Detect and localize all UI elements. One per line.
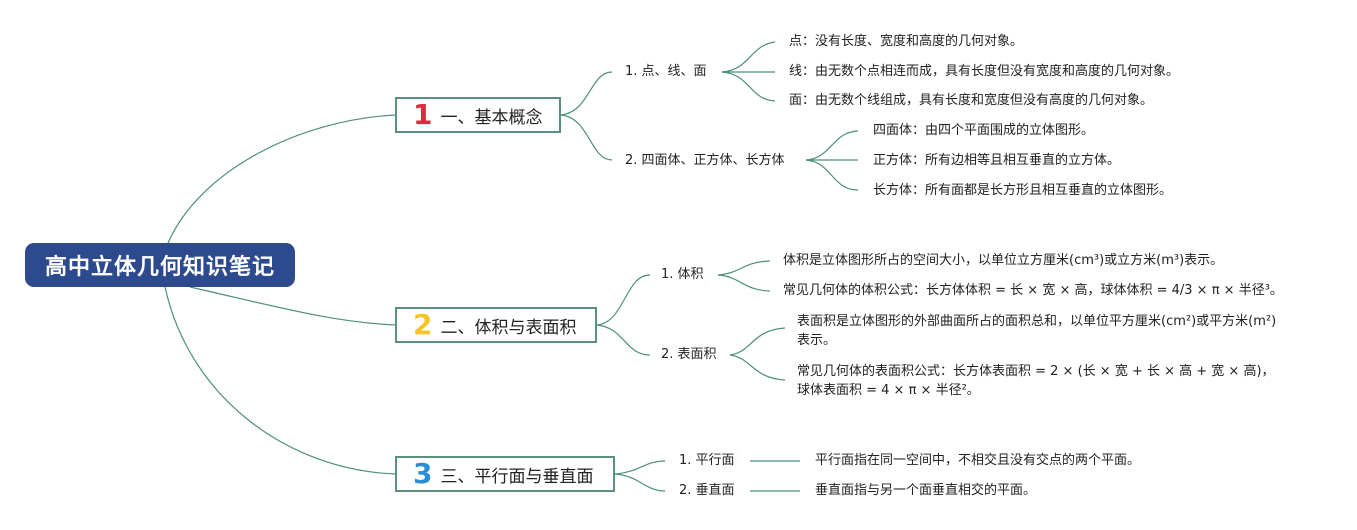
root-topic[interactable]: 高中立体几何知识笔记 xyxy=(25,243,295,287)
branch-parallel-perpendicular-planes[interactable]: 3 三、平行面与垂直面 xyxy=(395,456,615,492)
branch-label: 三、平行面与垂直面 xyxy=(440,466,594,487)
link-s11-leaf1 xyxy=(721,41,776,73)
subtopic-point-line-plane[interactable]: 1. 点、线、面 xyxy=(625,64,707,79)
branch-basic-concepts[interactable]: 1 一、基本概念 xyxy=(395,97,561,133)
leaf-volume-definition[interactable]: 体积是立体图形所占的空间大小，以单位立方厘米(cm³)或立方米(m³)表示。 xyxy=(783,253,1224,268)
link-b2-sub1 xyxy=(596,274,651,326)
link-s12-leaf1 xyxy=(805,130,859,161)
leaf-point[interactable]: 点：没有长度、宽度和高度的几何对象。 xyxy=(789,34,1024,49)
branch-label: 一、基本概念 xyxy=(440,107,543,128)
root-title: 高中立体几何知识笔记 xyxy=(44,255,275,280)
link-s22-leaf2 xyxy=(729,354,786,381)
link-b3-sub1 xyxy=(614,460,666,475)
branch-label: 二、体积与表面积 xyxy=(440,317,577,338)
link-s21-leaf2 xyxy=(717,274,771,292)
link-s12-leaf3 xyxy=(805,159,859,191)
number-1-icon: 1 xyxy=(413,98,433,131)
subtopic-solids[interactable]: 2. 四面体、正方体、长方体 xyxy=(625,153,785,168)
number-2-icon: 2 xyxy=(413,308,433,341)
link-root-branch1 xyxy=(167,114,396,244)
link-root-branch2 xyxy=(189,286,396,326)
leaf-line[interactable]: 线：由无数个点相连而成，具有长度但没有宽度和高度的几何对象。 xyxy=(789,64,1180,79)
link-b2-sub2 xyxy=(596,324,651,356)
leaf-parallel-definition[interactable]: 平行面指在同一空间中，不相交且没有交点的两个平面。 xyxy=(815,453,1141,468)
leaf-plane[interactable]: 面：由无数个线组成，具有长度和宽度但没有高度的几何对象。 xyxy=(789,93,1154,108)
leaf-volume-formula[interactable]: 常见几何体的体积公式：长方体体积 = 长 × 宽 × 高，球体体积 = 4/3 … xyxy=(783,283,1283,298)
number-3-icon: 3 xyxy=(413,457,433,490)
leaf-tetrahedron[interactable]: 四面体：由四个平面围成的立体图形。 xyxy=(873,123,1095,138)
subtopic-perpendicular-planes[interactable]: 2. 垂直面 xyxy=(679,483,735,498)
link-s21-leaf1 xyxy=(717,260,771,276)
subtopic-volume[interactable]: 1. 体积 xyxy=(661,267,704,282)
leaf-surface-area-formula[interactable]: 常见几何体的表面积公式：长方体表面积 = 2 × (长 × 宽 + 长 × 高 … xyxy=(797,364,1275,398)
link-s22-leaf1 xyxy=(729,327,786,356)
leaf-cube[interactable]: 正方体：所有边相等且相互垂直的立方体。 xyxy=(873,153,1121,168)
link-b1-sub2 xyxy=(560,114,613,161)
subtopic-parallel-planes[interactable]: 1. 平行面 xyxy=(679,453,735,468)
link-s11-leaf3 xyxy=(721,71,776,102)
leaf-perpendicular-definition[interactable]: 垂直面指与另一个面垂直相交的平面。 xyxy=(815,483,1037,498)
subtopic-surface-area[interactable]: 2. 表面积 xyxy=(661,347,717,362)
link-b3-sub2 xyxy=(614,473,666,492)
leaf-cuboid[interactable]: 长方体：所有面都是长方形且相互垂直的立体图形。 xyxy=(873,183,1173,198)
branch-volume-surface-area[interactable]: 2 二、体积与表面积 xyxy=(395,307,597,343)
link-root-branch3 xyxy=(164,286,396,475)
leaf-surface-area-definition[interactable]: 表面积是立体图形的外部曲面所占的面积总和，以单位平方厘米(cm²)或平方米(m²… xyxy=(797,314,1277,348)
link-b1-sub1 xyxy=(560,71,613,116)
